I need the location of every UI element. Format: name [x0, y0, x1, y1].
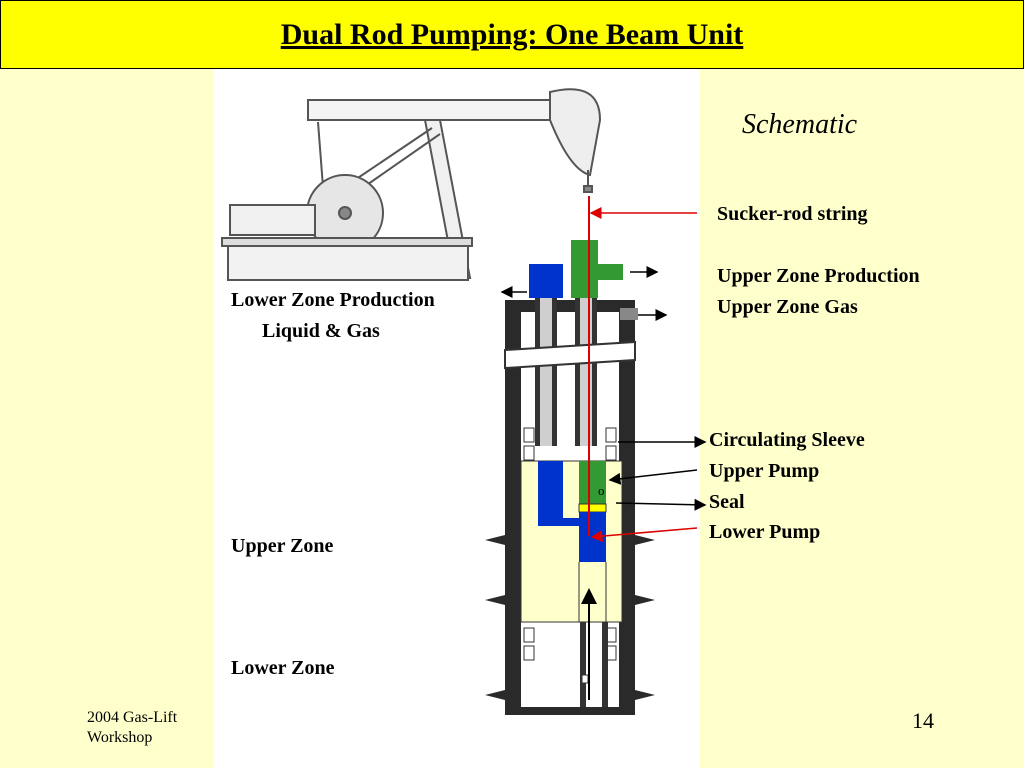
page-number: 14: [912, 708, 934, 733]
label-upper-zone: Upper Zone: [231, 535, 334, 557]
walking-beam: [307, 99, 551, 121]
seal: [578, 503, 607, 513]
schematic-label: Schematic: [742, 109, 858, 140]
lower-zone-channel: [538, 461, 579, 526]
label-lower-zone: Lower Zone: [231, 657, 335, 679]
upper-zone-wellhead: [571, 240, 598, 298]
label-upper-zone-gas: Upper Zone Gas: [717, 296, 858, 318]
valve-mark: o: [598, 483, 605, 498]
base: [221, 237, 473, 247]
upper-zone-outlet: [598, 264, 623, 280]
label-liquid-gas: Liquid & Gas: [262, 320, 380, 342]
gas-outlet: [620, 308, 638, 320]
footer: 2004 Gas-Lift Workshop: [87, 708, 177, 748]
label-sucker-rod: Sucker-rod string: [717, 203, 868, 225]
lower-zone-wellhead: [529, 264, 563, 298]
horsehead: [549, 88, 602, 177]
pump-housing: [520, 460, 623, 623]
label-upper-zone-production: Upper Zone Production: [717, 265, 920, 287]
label-circulating-sleeve: Circulating Sleeve: [709, 429, 865, 451]
label-seal: Seal: [709, 491, 745, 513]
footer-line-2: Workshop: [87, 729, 153, 746]
label-lower-pump: Lower Pump: [709, 521, 821, 543]
title-bar: Dual Rod Pumping: One Beam Unit: [0, 0, 1024, 69]
footer-line-1: 2004 Gas-Lift: [87, 709, 178, 726]
beam-pump-unit: [221, 88, 602, 281]
label-lower-zone-production: Lower Zone Production: [231, 289, 435, 311]
upper-pump: [579, 461, 606, 504]
label-upper-pump: Upper Pump: [709, 460, 820, 482]
slide-title: Dual Rod Pumping: One Beam Unit: [280, 17, 744, 51]
